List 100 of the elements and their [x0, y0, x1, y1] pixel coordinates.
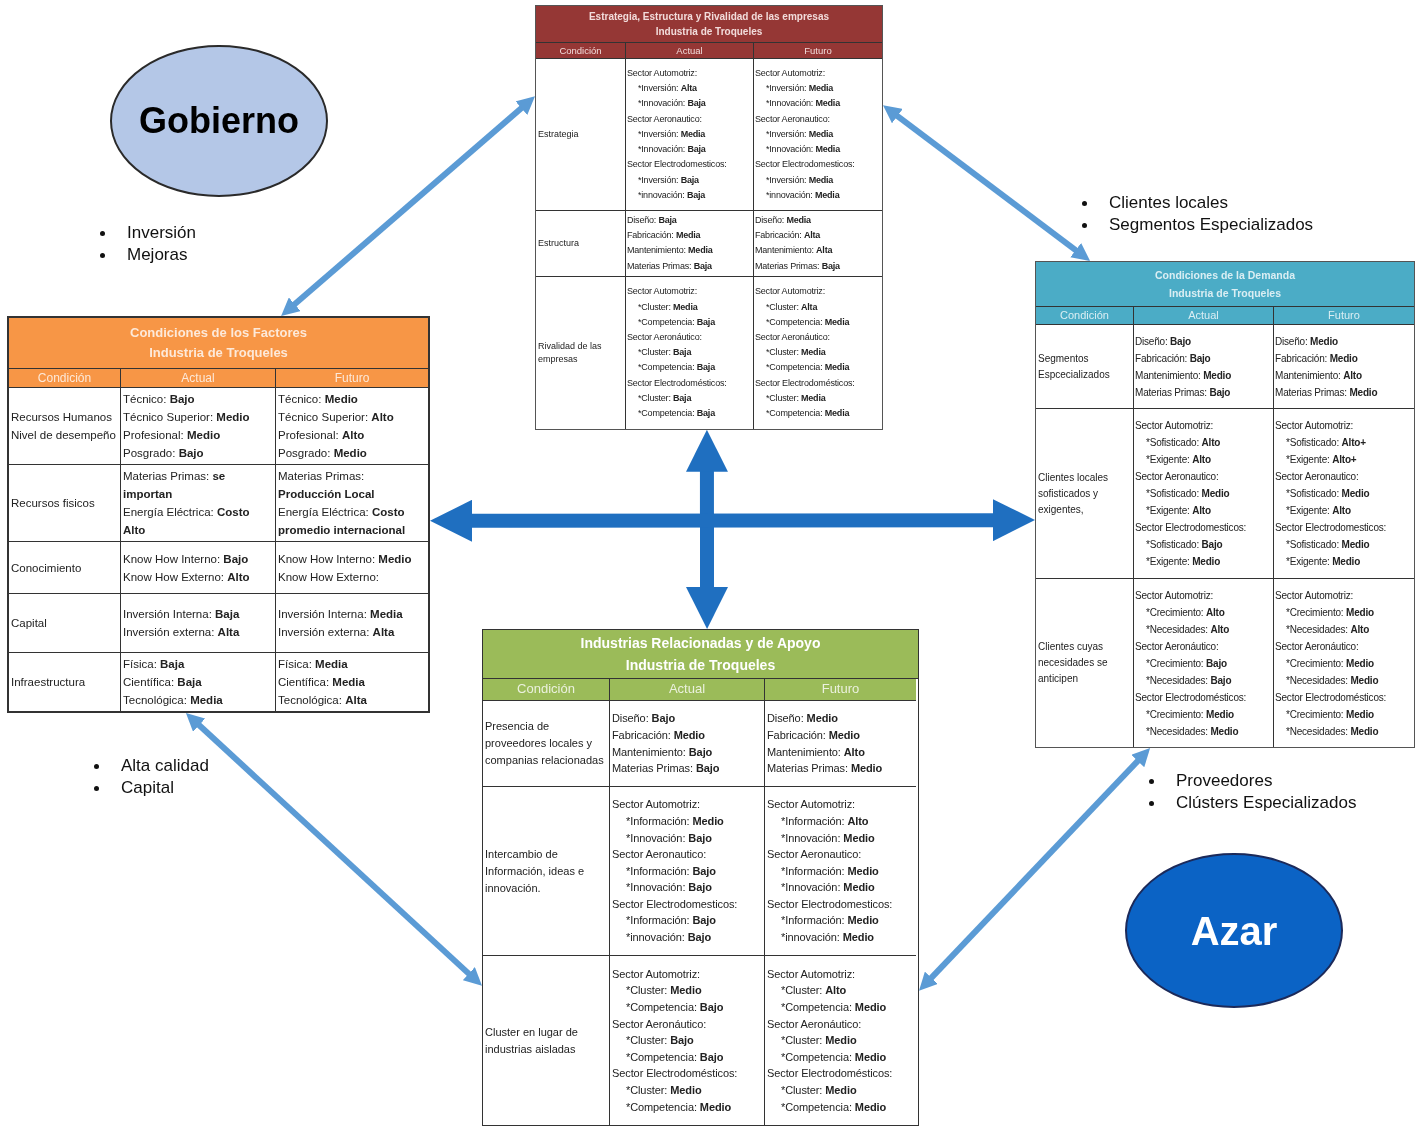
cell-text: Sector Aeronautico: — [626, 112, 703, 126]
column-header: Futuro — [765, 679, 916, 701]
table-cell — [610, 956, 765, 1125]
cell-text: Sector Aeronautico: — [754, 112, 831, 126]
cell-text: *Información: Bajo — [625, 863, 717, 879]
table-cell — [536, 276, 626, 429]
cell-text: Diseño: Bajo — [611, 711, 676, 727]
cell-text: *Información: Medio — [625, 813, 725, 829]
cell-text: *Información: Medio — [780, 913, 880, 929]
cell-text: *Innovación: Media — [765, 97, 842, 111]
column-header: Condición — [1036, 307, 1134, 325]
cell-text: Clientes cuyas necesidades se anticipen — [1037, 640, 1109, 686]
cell-text: *Inversión: Media — [765, 173, 835, 187]
cell-text: Mantenimiento: Alta — [754, 244, 834, 258]
cell-text: Sector Electrodomesticos: — [766, 896, 894, 912]
table-cell — [9, 388, 121, 465]
table-cell — [536, 59, 626, 211]
cell-text: Diseño: Bajo — [1134, 334, 1192, 349]
cell-text: Sector Electrodomésticos: — [626, 376, 728, 390]
cell-text: Energía Eléctrica: Costo Alto — [122, 505, 251, 538]
table-subtitle: Industria de Troqueles — [655, 25, 763, 39]
cell-text: Sector Electrodomésticos: — [611, 1066, 739, 1082]
cell-text: *Exigente: Alto+ — [1285, 453, 1358, 467]
cell-text: *Necesidades: Medio — [1285, 724, 1380, 739]
data-table — [1035, 261, 1415, 748]
cell-text: *Innovación: Baja — [637, 143, 707, 157]
cell-text: *Crecimiento: Alto — [1145, 605, 1226, 620]
cell-text: Energía Eléctrica: Costo promedio internacional — [277, 505, 407, 538]
cell-text: *Competencia: Baja — [637, 361, 717, 375]
cell-text: Técnico: Medio — [277, 392, 359, 407]
bullet-text: Alta calidad — [121, 755, 209, 777]
cell-text: *Necesidades: Bajo — [1145, 673, 1233, 688]
cell-text: *Innovación: Baja — [637, 97, 707, 111]
cell-text: *Cluster: Alta — [765, 300, 819, 314]
table-cell — [626, 211, 754, 277]
cell-text: Científica: Baja — [122, 675, 203, 690]
double-arrow — [430, 499, 1035, 542]
cell-text: Sector Aeronáutico: — [626, 331, 703, 344]
cell-text: *Inversión: Alta — [637, 82, 698, 96]
cell-text: Sector Electrodomésticos: — [754, 376, 856, 390]
table-cell — [1134, 579, 1274, 747]
cell-text: *Cluster: Media — [637, 300, 699, 314]
cell-text: Física: Baja — [122, 657, 186, 672]
column-header: Actual — [626, 43, 754, 59]
cell-text: *Cluster: Bajo — [625, 1033, 695, 1049]
cell-text: Fabricación: Alta — [754, 229, 822, 243]
cell-text: *Sofisticado: Bajo — [1145, 538, 1224, 552]
cell-text: *Exigente: Medio — [1285, 555, 1362, 569]
cell-text: *innovación: Baja — [637, 188, 707, 202]
cell-text: Sector Aeronáutico: — [1134, 639, 1220, 654]
bullet-text: Capital — [121, 777, 174, 799]
cell-text: Fabricación: Media — [626, 229, 702, 243]
cell-text: *Exigente: Alto — [1285, 504, 1352, 518]
table-cell — [610, 701, 765, 787]
cell-text: Presencia de proveedores locales y companias relacionadas — [484, 719, 605, 768]
cell-text: Sector Automotriz: — [611, 797, 702, 813]
cell-text: Sector Automotriz: — [1274, 588, 1355, 603]
cell-text: Inversión Interna: Media — [277, 607, 404, 622]
cell-text: *Información: Medio — [780, 863, 880, 879]
cell-text: Know How Externo: Alto — [122, 569, 251, 585]
table-subtitle: Industria de Troqueles — [149, 344, 288, 362]
cell-text: *innovación: Medio — [780, 930, 875, 946]
column-header: Futuro — [754, 43, 882, 59]
cell-text: Sector Aeronautico: — [611, 847, 708, 863]
column-header: Condición — [483, 679, 610, 701]
cell-text: Fabricación: Medio — [1274, 351, 1359, 366]
table-cell — [483, 956, 610, 1125]
cell-text: Sector Automotriz: — [626, 67, 698, 81]
table-cell — [9, 465, 121, 542]
cell-text: Sector Aeronáutico: — [611, 1016, 708, 1032]
bullet-text: Clientes locales — [1109, 192, 1229, 214]
cell-text: *Crecimiento: Medio — [1145, 707, 1235, 722]
cell-text: *Competencia: Media — [765, 315, 851, 329]
cell-text: *Crecimiento: Medio — [1285, 605, 1375, 620]
column-header: Condición — [536, 43, 626, 59]
cell-text: Materias Primas: Producción Local — [277, 469, 376, 502]
cell-text: Materias Primas: Medio — [1274, 385, 1379, 400]
cell-text: *Cluster: Media — [765, 346, 827, 360]
cell-text: Materias Primas: Baja — [626, 259, 713, 273]
cell-text: *Sofisticado: Alto+ — [1285, 436, 1367, 450]
cell-text: Fabricación: Bajo — [1134, 351, 1212, 366]
bullet-text: Mejoras — [127, 244, 188, 266]
cell-text: *Competencia: Medio — [780, 1000, 888, 1015]
cell-text: *Competencia: Bajo — [625, 1049, 725, 1065]
cell-text: *Competencia: Baja — [637, 315, 717, 329]
table-title: Condiciones de la Demanda — [1154, 268, 1295, 283]
cell-text: Técnico Superior: Alto — [277, 410, 395, 425]
table-cell — [483, 787, 610, 956]
double-arrow — [883, 105, 1091, 261]
cell-text: *Competencia: Bajo — [625, 1000, 725, 1015]
cell-text: Sector Automotriz: — [1134, 419, 1215, 433]
table-cell — [121, 653, 276, 711]
table-cell — [626, 276, 754, 429]
table-cell — [483, 701, 610, 787]
cell-text: *Innovación: Bajo — [625, 830, 713, 846]
data-table — [7, 316, 430, 713]
cell-text: *Competencia: Media — [765, 361, 851, 375]
cell-text: Sector Electrodomesticos: — [754, 158, 856, 172]
table-cell — [1134, 409, 1274, 579]
cell-text: Sector Automotriz: — [766, 966, 857, 982]
